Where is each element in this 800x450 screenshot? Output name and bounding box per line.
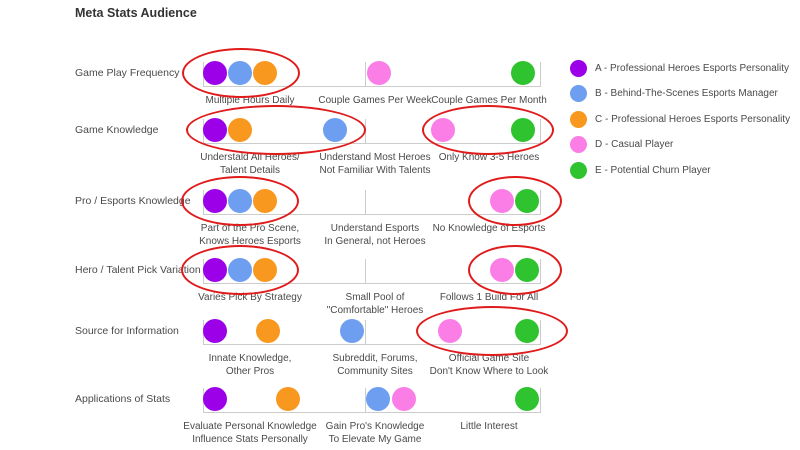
legend-swatch-d	[570, 136, 587, 153]
persona-dot-a	[203, 387, 227, 411]
highlight-circle	[468, 245, 562, 295]
option-label: Innate Knowledge, Other Pros	[208, 353, 292, 377]
row-label: Hero / Talent Pick Variation	[75, 264, 201, 276]
option-label: Couple Games Per Week	[318, 95, 432, 106]
legend-swatch-c	[570, 110, 587, 128]
row-label: Game Knowledge	[75, 124, 159, 136]
legend-label: E - Potential Churn Player	[595, 164, 711, 176]
highlight-circle	[416, 306, 568, 356]
option-label: Understand Most Heroes Not Familiar With…	[319, 152, 431, 176]
axis-tick	[540, 388, 541, 412]
persona-dot-a	[203, 319, 227, 343]
row-label: Source for Information	[75, 325, 179, 337]
legend-swatch-b	[570, 85, 587, 102]
axis-baseline	[203, 86, 541, 87]
legend-swatch-e	[570, 161, 587, 179]
legend-item-c: C - Professional Heroes Esports Personal…	[570, 107, 790, 131]
option-label: Evaluate Personal Knowledge Influence St…	[183, 421, 317, 445]
highlight-circle	[186, 105, 366, 155]
legend-item-d: D - Casual Player	[570, 133, 673, 157]
persona-dot-d	[392, 387, 416, 411]
page-title: Meta Stats Audience	[75, 6, 197, 20]
option-label: Couple Games Per Month	[431, 95, 547, 106]
legend-label: D - Casual Player	[595, 139, 674, 150]
axis-tick	[365, 320, 366, 344]
axis-tick	[365, 62, 366, 86]
axis-tick	[540, 62, 541, 86]
option-label: Understand Esports In General, not Heroe…	[324, 223, 426, 247]
highlight-circle	[181, 245, 299, 295]
highlight-circle	[468, 176, 562, 226]
axis-tick	[365, 259, 366, 283]
option-label: Part of the Pro Scene, Knows Heroes Espo…	[199, 223, 301, 247]
option-label: Official Game Site Don't Know Where to L…	[429, 353, 549, 377]
axis-tick	[365, 388, 366, 412]
axis-baseline	[203, 412, 541, 413]
row-label: Applications of Stats	[75, 393, 171, 405]
option-label: Gain Pro's Knowledge To Elevate My Game	[325, 421, 425, 445]
persona-dot-b	[366, 387, 390, 411]
option-label: Small Pool of "Comfortable" Heroes	[326, 292, 424, 316]
axis-baseline	[203, 344, 541, 345]
persona-dot-c	[256, 319, 280, 343]
legend-item-b: B - Behind-The-Scenes Esports Manager	[570, 82, 778, 106]
option-label: Follows 1 Build For All	[439, 292, 539, 303]
legend-swatch-a	[570, 59, 587, 77]
option-label: Little Interest	[460, 421, 518, 432]
row-label: Game Play Frequency	[75, 67, 180, 79]
option-label: Varies Pick By Strategy	[198, 292, 302, 303]
option-label: Multiple Hours Daily	[205, 95, 295, 106]
legend-label: C - Professional Heroes Esports Personal…	[595, 113, 791, 125]
persona-dot-d	[367, 61, 391, 85]
option-label: Subreddit, Forums, Community Sites	[332, 353, 418, 377]
option-label: Only Know 3-5 Heroes	[438, 152, 540, 163]
option-label: Understald All Heroes/ Talent Details	[200, 152, 300, 176]
persona-dot-e	[511, 61, 535, 85]
axis-baseline	[203, 214, 541, 215]
axis-baseline	[203, 143, 541, 144]
option-label: No Knowledge of Esports	[432, 223, 546, 234]
legend-item-a: A - Professional Heroes Esports Personal…	[570, 56, 789, 80]
row-label: Pro / Esports Knowledge	[75, 195, 191, 207]
legend-label: B - Behind-The-Scenes Esports Manager	[595, 88, 778, 99]
axis-tick	[365, 190, 366, 214]
highlight-circle	[422, 105, 554, 155]
highlight-circle	[182, 48, 300, 98]
highlight-circle	[181, 176, 299, 226]
persona-dot-e	[515, 387, 539, 411]
legend-item-e: E - Potential Churn Player	[570, 158, 711, 182]
axis-baseline	[203, 283, 541, 284]
legend-label: A - Professional Heroes Esports Personal…	[595, 62, 789, 74]
persona-dot-c	[276, 387, 300, 411]
persona-dot-b	[340, 319, 364, 343]
